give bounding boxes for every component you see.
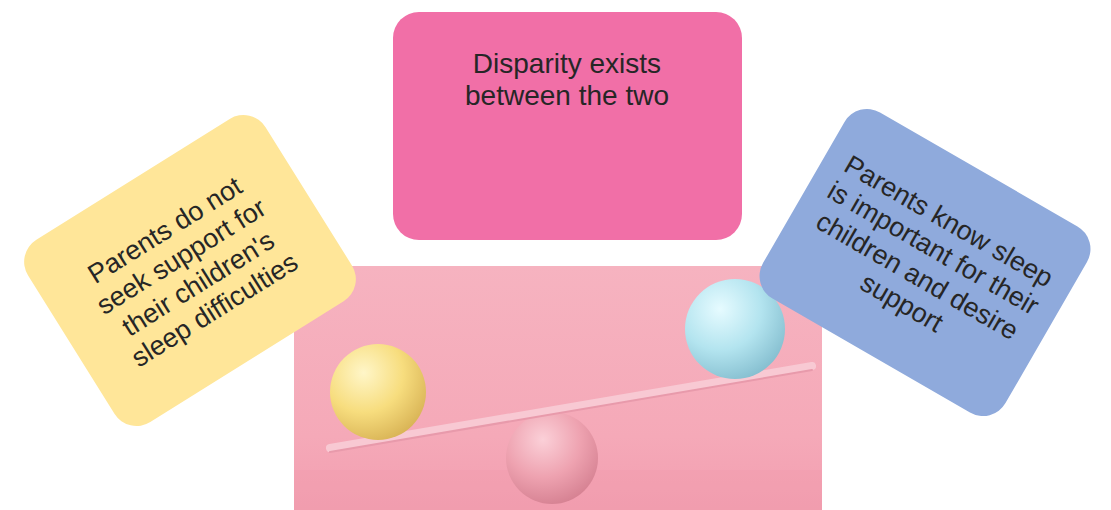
pink-callout-box: Disparity exists between the two: [393, 12, 742, 240]
photo-background: [294, 266, 822, 510]
fulcrum-ball: [506, 412, 598, 504]
yellow-ball: [330, 344, 426, 440]
blue-callout-box: Parents know sleep is important for thei…: [750, 99, 1100, 425]
callout-text: Parents know sleep is important for thei…: [790, 148, 1060, 376]
yellow-callout-box: Parents do not seek support for their ch…: [14, 105, 365, 436]
callout-text: Disparity exists between the two: [437, 48, 697, 112]
callout-text: Parents do not seek support for their ch…: [55, 154, 324, 386]
